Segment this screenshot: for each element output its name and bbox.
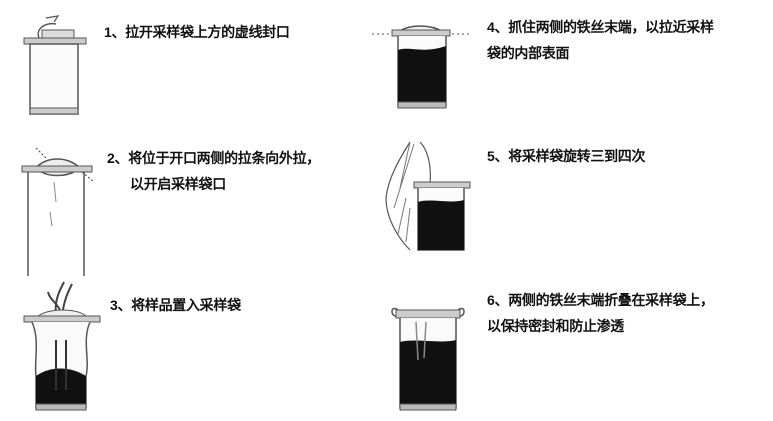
step-2-text: 2、将位于开口两侧的拉条向外拉， 以开启采样袋口 [107, 150, 320, 193]
step-5-text: 5、将采样袋旋转三到四次 [487, 148, 646, 165]
step-1-illustration [18, 12, 98, 118]
step-3-text: 3、将样品置入采样袋 [110, 297, 241, 314]
step-5-illustration [380, 138, 476, 254]
step-4-text: 4、抓住两侧的铁丝末端，以拉近采样 袋的内部表面 [487, 19, 714, 62]
step-2-illustration [16, 142, 100, 278]
step-3-illustration [20, 280, 104, 412]
step-4-illustration [370, 20, 474, 112]
step-1-text: 1、拉开采样袋上方的虚线封口 [104, 24, 290, 41]
step-6-text: 6、两侧的铁丝末端折叠在采样袋上， 以保持密封和防止渗透 [487, 292, 714, 335]
step-6-illustration [386, 300, 470, 412]
